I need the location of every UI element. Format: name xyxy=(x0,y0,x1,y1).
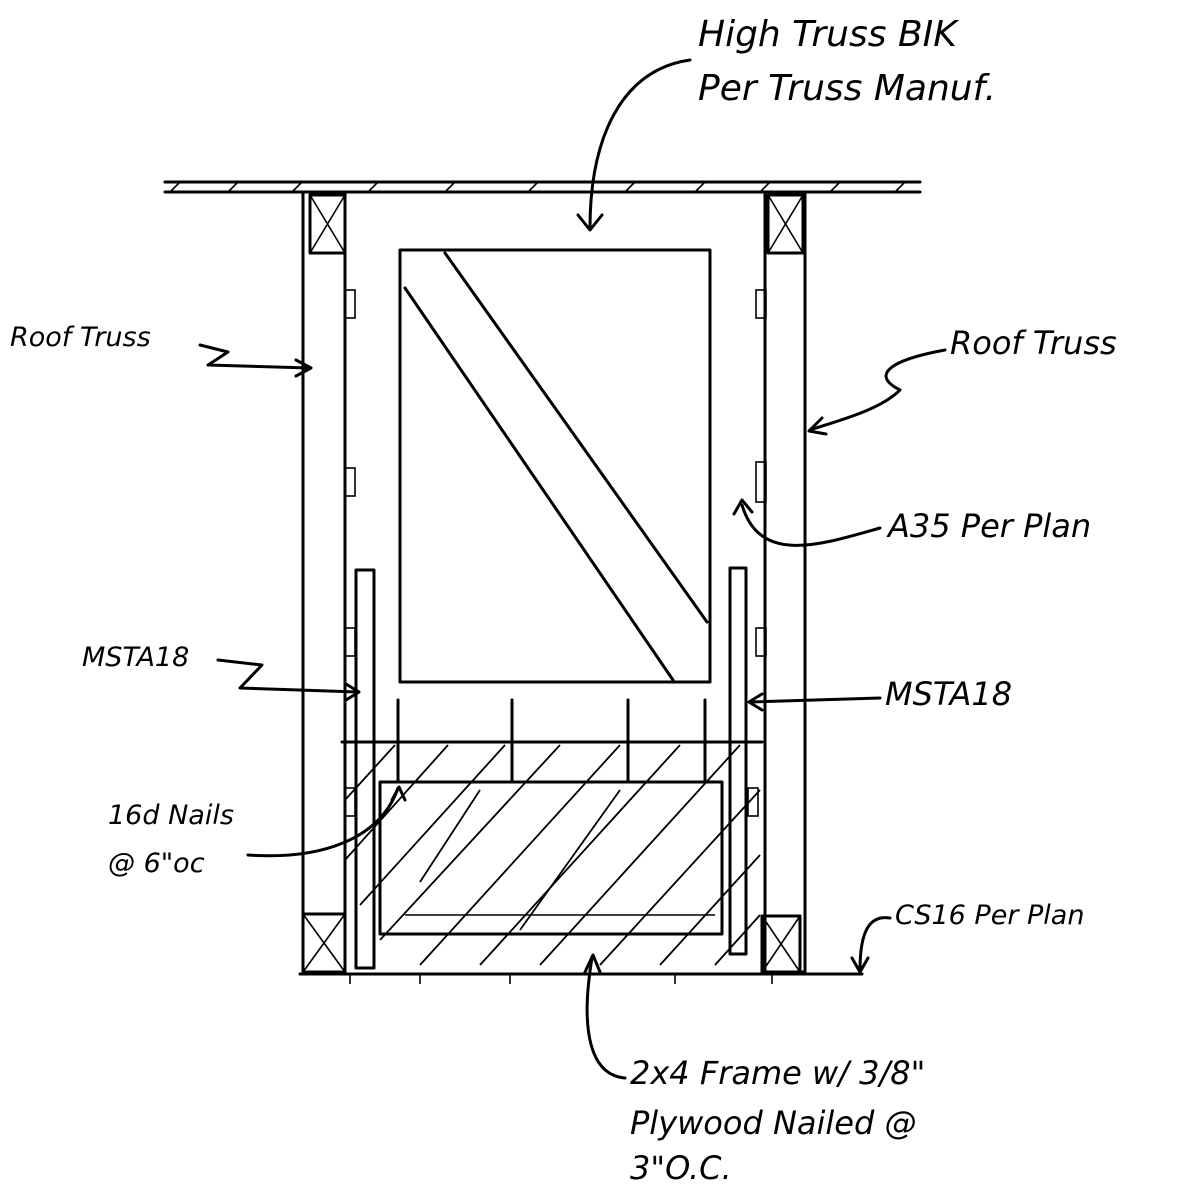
roof-truss-left-label: Roof Truss xyxy=(10,322,151,353)
right-roof-truss xyxy=(747,190,807,974)
frame-label-line2: Plywood Nailed @ xyxy=(630,1104,917,1142)
a35-label: A35 Per Plan xyxy=(888,507,1092,545)
frame-label-line3: 3"O.C. xyxy=(630,1149,732,1187)
blocking-label-line2: Per Truss Manuf. xyxy=(698,68,997,109)
high-truss-blocking xyxy=(398,248,712,684)
nails-label-line1: 16d Nails xyxy=(108,800,234,831)
msta18-left-label: MSTA18 xyxy=(82,642,190,673)
msta18-straps xyxy=(354,566,748,970)
roof-sheathing xyxy=(163,180,922,194)
nails-label-line2: @ 6"oc xyxy=(108,848,205,879)
frame-label-line1: 2x4 Frame w/ 3/8" xyxy=(630,1054,926,1092)
leader-arrows xyxy=(198,58,947,1080)
bottom-chord xyxy=(298,972,864,984)
roof-truss-right-label: Roof Truss xyxy=(950,324,1117,362)
blocking-label-line1: High Truss BIK xyxy=(698,14,957,55)
cs16-label: CS16 Per Plan xyxy=(895,900,1085,931)
bottom-plywood-frame xyxy=(340,698,764,966)
msta18-right-label: MSTA18 xyxy=(885,675,1013,713)
